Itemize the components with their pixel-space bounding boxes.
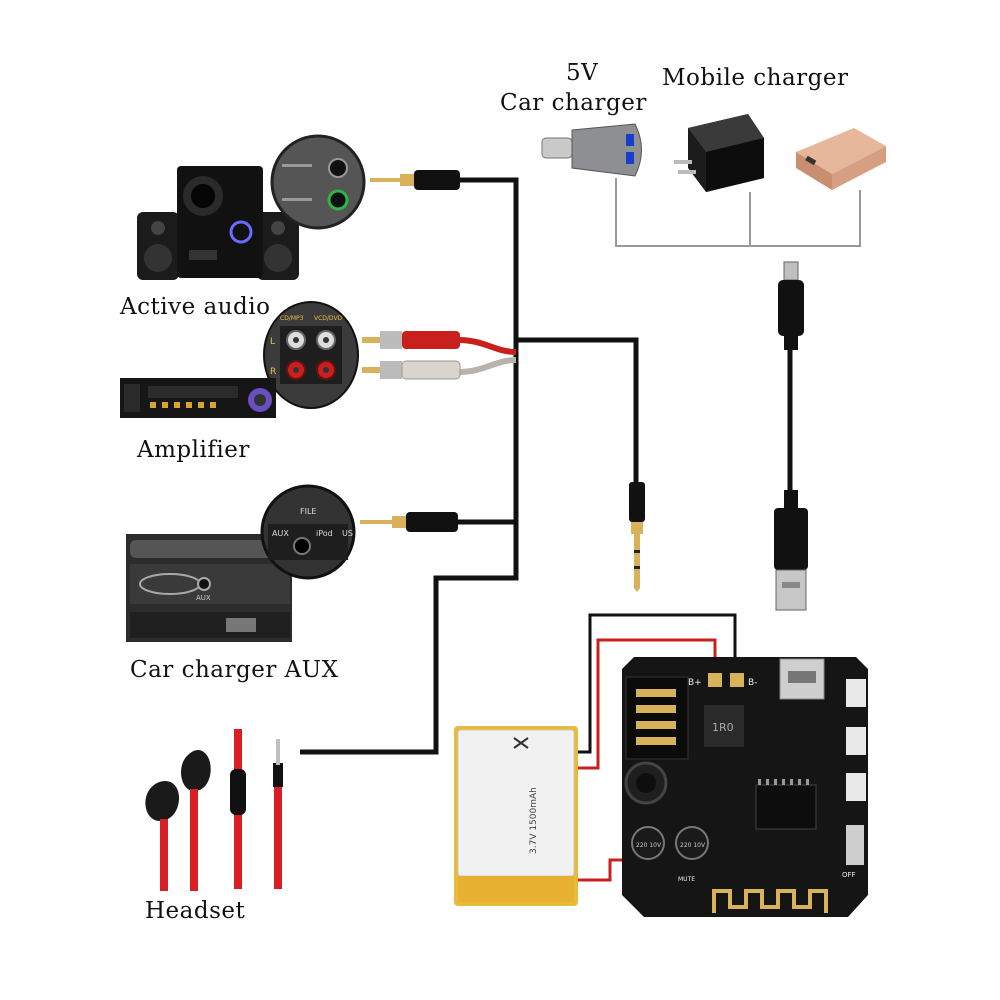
board-b-minus-text: B- bbox=[748, 678, 757, 688]
battery-spec-text: 3.7V 1500mAh bbox=[529, 787, 539, 854]
board-inductor-text: 1R0 bbox=[712, 721, 734, 734]
rca-right-text: R bbox=[270, 367, 276, 377]
rca-plugs-image bbox=[362, 331, 461, 380]
rca-top-text-2: VCD/DVD bbox=[314, 315, 343, 322]
lipo-battery-image: 3.7V 1500mAh bbox=[454, 726, 578, 906]
active-speakers-image bbox=[137, 166, 299, 280]
headset-image bbox=[145, 729, 283, 891]
car-stereo-aux-text: AUX bbox=[196, 594, 211, 602]
car-aux-plug bbox=[360, 512, 458, 532]
car-stereo-image: AUX bbox=[126, 534, 292, 642]
label-mobile-charger: Mobile charger bbox=[662, 65, 849, 91]
active-audio-aux-plug bbox=[370, 170, 460, 190]
amplifier-image bbox=[120, 378, 276, 418]
label-headset: Headset bbox=[145, 898, 246, 924]
board-cap-2-text: 220 10V bbox=[680, 842, 706, 849]
board-b-plus-text: B+ bbox=[688, 678, 702, 688]
module-input-jack-image bbox=[629, 482, 645, 592]
board-mute-text: MUTE bbox=[678, 876, 695, 883]
board-cap-1-text: 220 10V bbox=[636, 842, 662, 849]
aux-panel-ipod-text: iPod bbox=[316, 529, 333, 538]
bluetooth-receiver-board: 1R0 B+ B- 220 10V 220 10V OFF MUTE bbox=[622, 657, 868, 917]
board-off-text: OFF bbox=[842, 871, 856, 879]
label-5v: 5V bbox=[566, 60, 599, 86]
label-car-charger-aux: Car charger AUX bbox=[130, 657, 339, 683]
rca-top-text-1: CD/MP3 bbox=[280, 315, 304, 322]
label-amplifier: Amplifier bbox=[137, 437, 250, 463]
rca-cables bbox=[457, 337, 517, 375]
label-active-audio: Active audio bbox=[120, 294, 271, 320]
aux-panel-us-text: US bbox=[342, 529, 353, 538]
rca-input-panel: L R CD/MP3 VCD/DVD bbox=[263, 301, 359, 409]
micro-usb-cable-image bbox=[774, 261, 808, 611]
car-charger-image bbox=[541, 123, 642, 177]
mobile-charger-adapter-image bbox=[674, 114, 764, 192]
active-audio-jack-panel bbox=[270, 134, 366, 230]
power-bank-image bbox=[796, 128, 886, 190]
label-car-charger: Car charger bbox=[500, 90, 647, 116]
car-aux-zoom-panel: FILE AUX iPod US bbox=[260, 484, 356, 580]
charger-bracket-lines bbox=[615, 178, 861, 247]
aux-panel-file-text: FILE bbox=[300, 507, 316, 516]
aux-panel-aux-text: AUX bbox=[272, 529, 289, 538]
main-audio-bus-wire bbox=[300, 177, 519, 755]
rca-left-text: L bbox=[270, 337, 275, 347]
battery-leads bbox=[578, 613, 737, 882]
module-input-wire bbox=[516, 337, 639, 485]
